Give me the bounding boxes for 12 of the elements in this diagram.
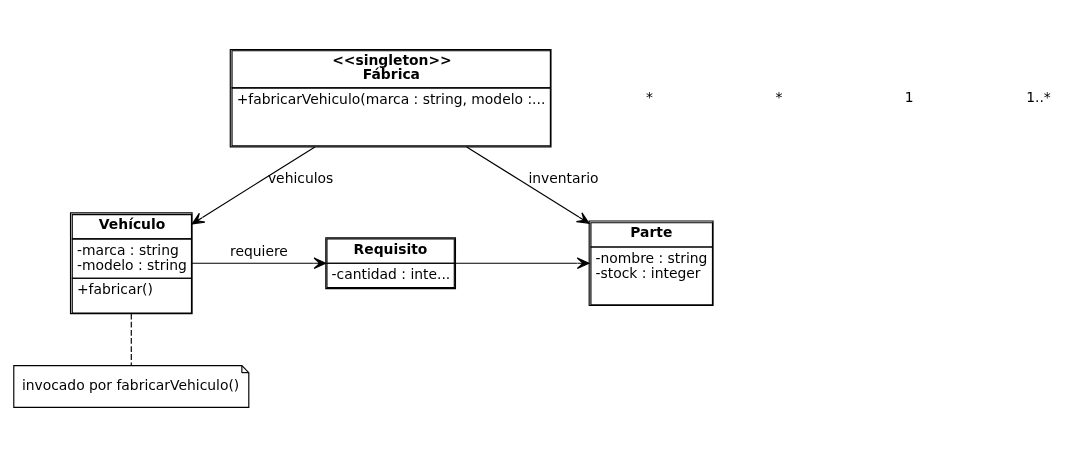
arrow — [466, 145, 590, 224]
arrow — [191, 256, 327, 269]
arrow — [191, 145, 316, 224]
label: 1..* — [1026, 88, 1051, 105]
edge-label: requiere — [229, 242, 288, 259]
label: * — [645, 88, 653, 105]
arrow — [455, 256, 590, 269]
edge-label: inventario — [528, 169, 599, 186]
edge-label: vehiculos — [267, 169, 334, 186]
label: 1 — [904, 88, 914, 105]
connector — [130, 312, 132, 366]
label: * — [775, 88, 783, 105]
